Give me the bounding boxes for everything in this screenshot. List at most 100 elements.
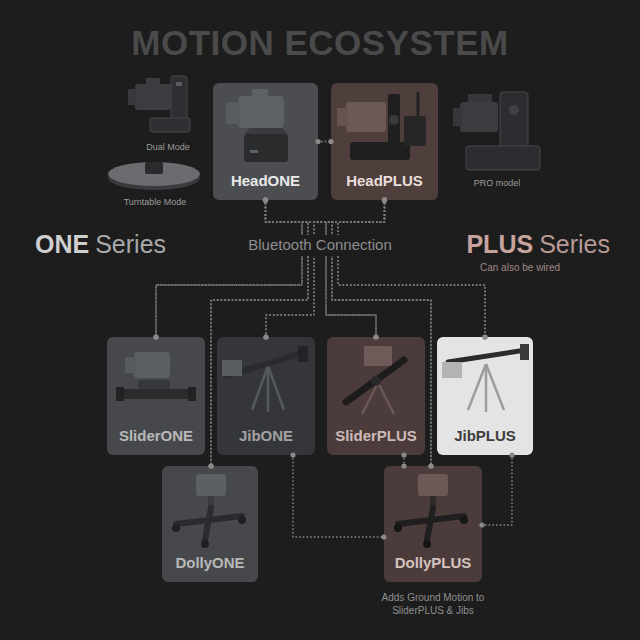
dotted-connector	[403, 455, 405, 466]
head-base	[150, 118, 190, 132]
tripod-leg	[468, 364, 486, 410]
dotted-connector	[293, 455, 384, 537]
head-knob	[509, 105, 519, 115]
camera-body	[460, 102, 498, 132]
jibone-figure	[222, 346, 308, 412]
head-knob	[389, 115, 399, 125]
dotted-connector	[156, 200, 385, 337]
label-slot: Turntable Mode	[124, 197, 187, 208]
dolly-wheel	[423, 540, 431, 548]
camera-body	[364, 346, 392, 366]
label-slot: Bluetooth Connection	[241, 235, 398, 256]
product-box: SliderONE	[107, 337, 205, 455]
footnote: Adds Ground Motion to SliderPLUS & Jibs	[368, 592, 498, 617]
camera-lens	[226, 102, 240, 124]
jib-arm	[448, 350, 526, 362]
dotted-connector	[266, 200, 377, 337]
box-label: DollyONE	[175, 554, 244, 572]
head-led	[250, 150, 258, 153]
turntable-device	[145, 162, 163, 174]
product-box: DollyONE	[162, 466, 258, 582]
box-fill	[331, 83, 438, 200]
product-box: JibONE	[217, 337, 315, 455]
connection-label: Bluetooth Connection	[241, 235, 398, 256]
box-label: SliderONE	[119, 427, 193, 445]
rail-cap	[116, 387, 124, 401]
camera-body	[418, 474, 448, 496]
box-label: JibPLUS	[454, 427, 516, 445]
dotted-connector	[266, 200, 315, 337]
dotted-connector	[482, 455, 512, 525]
series-name: ONE	[35, 229, 89, 260]
rail-cap	[188, 387, 196, 401]
dolly-wheel	[201, 540, 209, 548]
counterweight	[520, 344, 529, 360]
camera-body	[135, 84, 171, 110]
box-label: HeadONE	[231, 172, 300, 190]
label-slot: PRO model	[474, 178, 521, 189]
camera-lens	[453, 108, 462, 126]
dual-mode-figure	[128, 76, 190, 132]
label-slot: Series	[539, 229, 610, 260]
camera-body	[222, 360, 242, 376]
tripod-leg	[378, 383, 394, 414]
tripod-leg	[486, 364, 504, 410]
turntable-figure	[108, 162, 200, 190]
label-slot: Dual Mode	[146, 142, 190, 153]
product-box: DollyPLUS	[384, 466, 482, 582]
controller-box	[404, 116, 426, 146]
tripod-leg	[485, 364, 488, 412]
box-fill	[327, 337, 425, 455]
headone-figure	[226, 89, 288, 162]
dolly-wheel	[238, 516, 246, 524]
sliderplus-figure	[346, 346, 404, 414]
mode-caption: Turntable Mode	[124, 197, 187, 208]
slider-rail	[116, 389, 196, 399]
camera-body	[196, 474, 226, 496]
series-name: PLUS	[466, 229, 533, 260]
dotted-connector	[266, 200, 486, 337]
sliderone-figure	[116, 352, 196, 401]
dotted-connector	[318, 141, 331, 143]
head-base	[350, 142, 410, 160]
series-word: Series	[539, 229, 610, 260]
box-label: JibONE	[239, 427, 293, 445]
tripod-leg	[268, 366, 284, 410]
label-slot: Adds Ground Motion to SliderPLUS & Jibs	[368, 592, 498, 617]
camera-body	[238, 96, 284, 128]
slider-rail	[346, 360, 404, 402]
head-arm	[171, 76, 187, 120]
label-slot: PLUS	[466, 229, 533, 260]
product-box: HeadPLUS	[331, 83, 438, 200]
camera-lens	[337, 108, 348, 126]
box-label: DollyPLUS	[395, 554, 472, 572]
dotted-connector	[326, 200, 385, 337]
head-top	[244, 128, 288, 134]
mode-caption: Dual Mode	[146, 142, 190, 153]
dolly-wheel	[460, 516, 468, 524]
head-arm	[500, 92, 528, 150]
jibplus-figure	[442, 344, 529, 412]
pro-model-figure	[453, 92, 540, 170]
camera-lens	[128, 89, 137, 105]
counterweight	[298, 346, 308, 362]
antenna	[417, 92, 420, 118]
label-slot: Can also be wired	[480, 262, 560, 275]
dotted-connector	[156, 200, 302, 337]
head-accent	[176, 82, 182, 86]
title-slot: MOTION ECOSYSTEM	[0, 23, 640, 63]
camera-body	[346, 102, 386, 132]
box-fill	[217, 337, 315, 455]
camera-top	[468, 94, 492, 102]
dotted-connector	[266, 200, 385, 337]
box-fill	[107, 337, 205, 455]
camera-lens	[125, 357, 136, 373]
box-fill	[384, 466, 482, 582]
model-caption: PRO model	[474, 178, 521, 189]
dolly-arm	[205, 508, 211, 540]
tripod-leg	[252, 366, 268, 410]
dolly-wheel	[172, 524, 180, 532]
